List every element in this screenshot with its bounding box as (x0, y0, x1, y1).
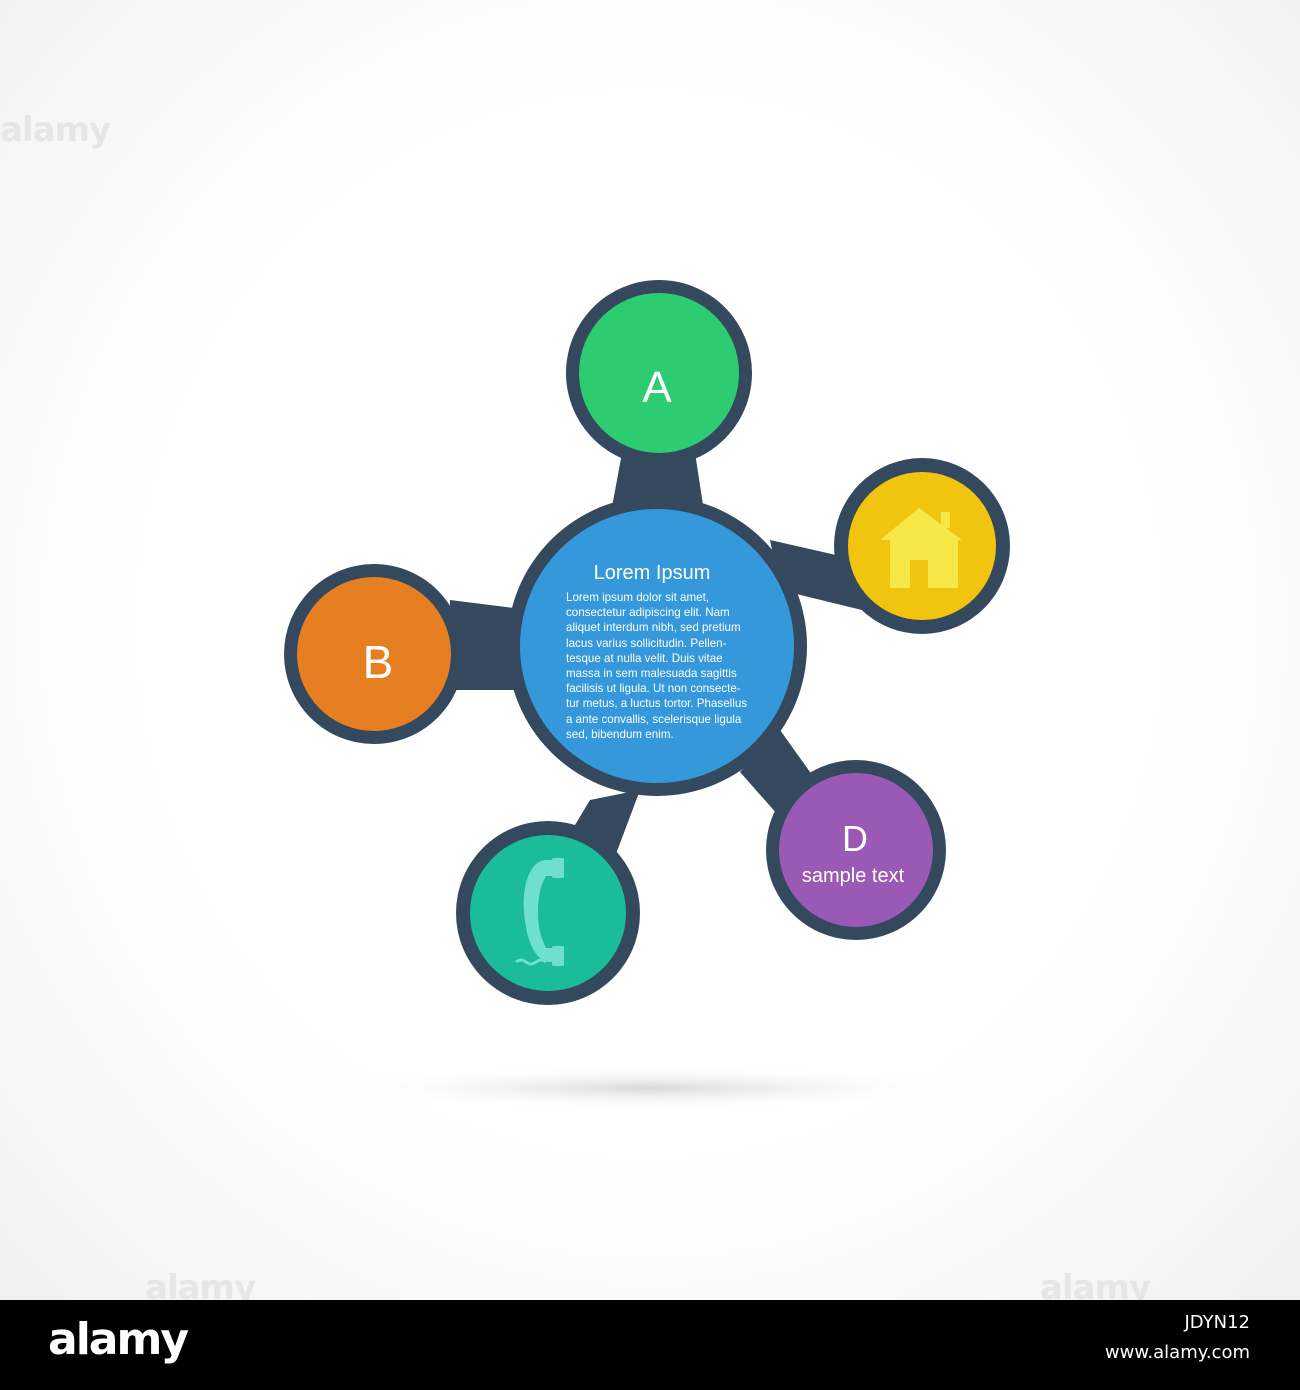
body-line: tur metus, a luctus tortor. Phasellus (566, 697, 748, 711)
node-a-disk (579, 293, 739, 453)
watermark-logo: alamy (0, 110, 111, 150)
node-phone-disk (470, 835, 626, 991)
node-a-label: A (642, 363, 672, 412)
body-line: consectetur adipiscing elit. Nam (566, 606, 730, 620)
body-line: Lorem ipsum dolor sit amet, (566, 591, 710, 604)
center-title: Lorem Ipsum (594, 562, 711, 584)
home-icon (880, 508, 962, 588)
center-body-text: Lorem ipsum dolor sit amet, consectetur … (566, 590, 766, 742)
body-line: sed, bibendum enim. (566, 727, 674, 741)
body-line: massa in sem malesuada sagittis (566, 667, 737, 681)
node-d-label: D (842, 818, 868, 859)
node-d-sublabel: sample text (802, 865, 905, 887)
node-b-label: B (363, 636, 394, 688)
alamy-logo: alamy (48, 1314, 189, 1365)
body-line: facilisis ut ligula. Ut non consecte- (566, 682, 741, 696)
body-line: lacus varius sollicitudin. Pellen- (566, 636, 727, 650)
node-b-disk (297, 577, 451, 731)
canvas: alamy alamy alamy (0, 0, 1300, 1308)
body-line: a ante convallis, scelerisque ligula (566, 712, 742, 726)
body-line: aliquet interdum nibh, sed pretium (566, 621, 741, 635)
image-url: www.alamy.com (1104, 1342, 1250, 1363)
floor-shadow (320, 1066, 980, 1110)
center-disk (520, 509, 794, 783)
image-id: JDYN12 (1184, 1312, 1250, 1333)
network-diagram: A B D sample text Lorem Ipsum (284, 280, 1010, 1110)
watermark-footer: alamy JDYN12 www.alamy.com (0, 1300, 1300, 1390)
phone-icon (515, 858, 564, 966)
body-line: tesque at nulla velit. Duis vitae (566, 651, 723, 665)
node-d-disk (779, 773, 933, 927)
